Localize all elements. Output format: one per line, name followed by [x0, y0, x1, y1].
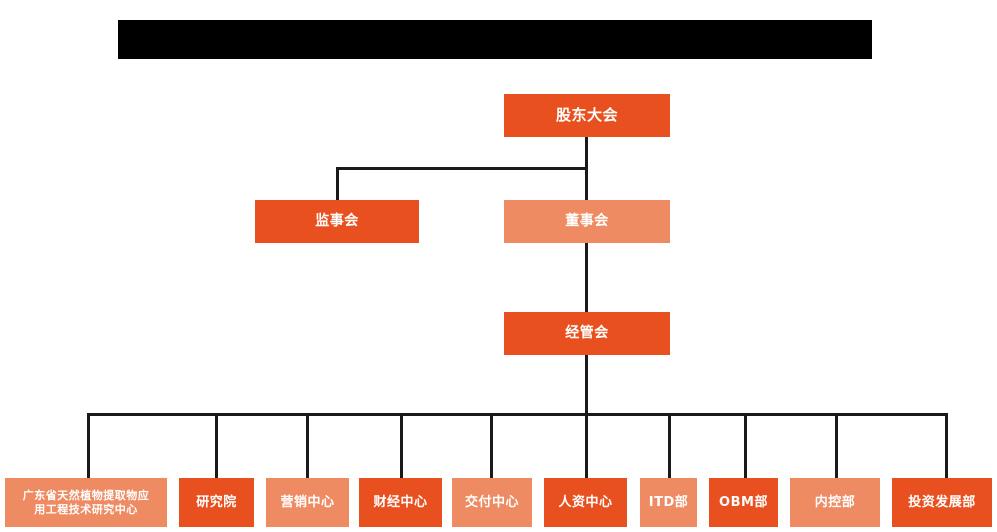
- redacted-title-banner: [118, 20, 872, 59]
- node-label: 内控部: [814, 494, 856, 510]
- connector-departments-bus: [87, 413, 948, 416]
- connector-to-directors: [585, 167, 588, 201]
- node-internal-control-department[interactable]: 内控部: [790, 478, 880, 527]
- connector-shareholders-down: [585, 137, 588, 169]
- node-label: 经管会: [565, 324, 609, 341]
- node-board-of-supervisors[interactable]: 监事会: [255, 200, 419, 243]
- node-shareholders-meeting[interactable]: 股东大会: [504, 94, 670, 137]
- node-label-line-2: 用工程技术研究中心: [34, 502, 138, 516]
- connector-to-investment: [945, 413, 948, 478]
- node-delivery-center[interactable]: 交付中心: [452, 478, 532, 527]
- node-board-of-directors[interactable]: 董事会: [504, 200, 670, 243]
- node-label: 营销中心: [280, 494, 335, 510]
- connector-to-hr: [585, 413, 588, 478]
- node-itd-department[interactable]: ITD部: [640, 478, 697, 527]
- connector-to-delivery: [490, 413, 493, 478]
- node-label: 交付中心: [464, 494, 519, 510]
- node-management-committee[interactable]: 经管会: [504, 312, 670, 355]
- node-label: 董事会: [565, 212, 609, 229]
- connector-to-obm: [744, 413, 747, 478]
- node-marketing-center[interactable]: 营销中心: [266, 478, 349, 527]
- node-label: 投资发展部: [908, 494, 976, 510]
- node-label-line-1: 广东省天然植物提取物应: [22, 489, 150, 503]
- connector-directors-to-management: [585, 243, 588, 313]
- connector-to-itd: [668, 413, 671, 478]
- node-label: OBM部: [719, 494, 768, 510]
- connector-to-internal-control: [835, 413, 838, 478]
- node-label: 研究院: [196, 494, 237, 510]
- connector-to-institute: [215, 413, 218, 478]
- node-label: 监事会: [315, 212, 359, 229]
- node-hr-center[interactable]: 人资中心: [544, 478, 627, 527]
- node-investment-development-department[interactable]: 投资发展部: [892, 478, 992, 527]
- node-label: 股东大会: [555, 106, 618, 125]
- connector-to-rd-center: [87, 413, 90, 478]
- node-research-institute[interactable]: 研究院: [179, 478, 254, 527]
- connector-management-down: [585, 355, 588, 416]
- node-finance-center[interactable]: 财经中心: [359, 478, 442, 527]
- connector-level2-bar: [336, 167, 588, 170]
- node-label: 财经中心: [373, 494, 428, 510]
- redacted-title-text: [118, 20, 872, 21]
- node-guangdong-rd-center[interactable]: 广东省天然植物提取物应 用工程技术研究中心: [5, 478, 167, 527]
- connector-to-finance: [400, 413, 403, 478]
- node-label: 人资中心: [558, 494, 613, 510]
- connector-to-supervisors: [336, 167, 339, 201]
- node-label: ITD部: [648, 494, 689, 510]
- node-obm-department[interactable]: OBM部: [709, 478, 778, 527]
- connector-to-marketing: [306, 413, 309, 478]
